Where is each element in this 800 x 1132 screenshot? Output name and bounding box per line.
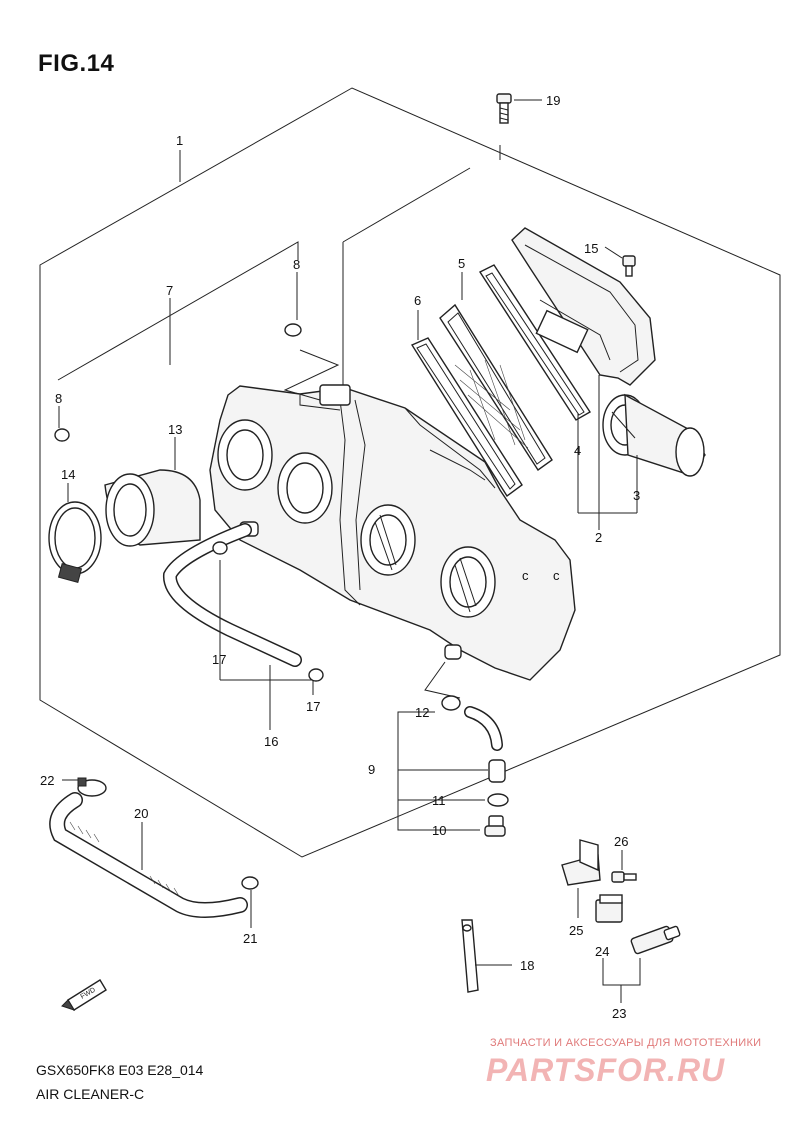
part-sensor-24[interactable] [595,894,623,923]
part-clamp-17-lower[interactable] [308,668,324,682]
callout-20: 20 [134,806,148,821]
watermark-tagline: ЗАПЧАСТИ И АКСЕССУАРЫ ДЛЯ МОТОТЕХНИКИ [490,1037,762,1049]
callout-23: 23 [612,1006,626,1021]
callout-11: 11 [432,793,446,808]
part-drain-hose-9[interactable] [464,706,506,783]
callout-12: 12 [415,705,429,720]
callout-9: 9 [368,762,375,777]
callout-8-lower: 8 [55,391,62,406]
part-air-cleaner-cover-2[interactable] [511,227,656,386]
part-clamp-22[interactable] [77,777,107,797]
part-air-cleaner-housing[interactable]: c c [209,384,576,681]
part-clamp-21[interactable] [241,876,259,890]
part-bracket-18[interactable] [461,919,479,993]
part-clamp-12[interactable] [441,695,461,711]
part-hose-16[interactable] [163,523,302,667]
callout-17-right: 17 [306,699,320,714]
callout-22: 22 [40,773,54,788]
callout-4: 4 [574,443,581,458]
part-clamp-11[interactable] [487,793,509,807]
watermark-logo: PARTSFOR.RU [486,1052,726,1088]
part-clamp-8-lower[interactable] [54,428,70,442]
part-gasket-4[interactable] [478,264,591,421]
part-bracket-25[interactable] [561,839,601,886]
part-clamp-8-upper[interactable] [284,323,302,337]
callout-6: 6 [414,293,421,308]
callout-25: 25 [569,923,583,938]
fwd-arrow-icon: FWD [61,979,107,1011]
part-hose-7[interactable] [74,312,274,426]
callout-16: 16 [264,734,278,749]
svg-text:c: c [553,568,560,583]
part-connector-23[interactable] [630,925,681,955]
part-intake-duct-3[interactable] [602,393,706,477]
callout-19: 19 [546,93,560,108]
figure-title: FIG.14 [38,50,115,77]
callout-10: 10 [432,823,446,838]
callout-26: 26 [614,834,628,849]
callout-14: 14 [61,467,75,482]
callout-1: 1 [176,133,183,148]
callout-3: 3 [633,488,640,503]
part-air-filter-element-5[interactable] [439,303,553,471]
part-breather-hose-20[interactable] [49,792,248,918]
part-drain-plug-10[interactable] [484,815,506,837]
part-intake-boot-13[interactable] [104,469,201,547]
model-code: GSX650FK8 E03 E28_014 [36,1062,204,1078]
callout-17-left: 17 [212,652,226,667]
part-screw-26[interactable] [611,871,637,883]
svg-text:c: c [522,568,529,583]
callout-21: 21 [243,931,257,946]
part-gasket-6[interactable] [410,337,523,498]
part-screw-15[interactable] [622,255,636,277]
callout-2: 2 [595,530,602,545]
callout-15: 15 [584,241,598,256]
callout-24: 24 [595,944,609,959]
part-clamp-14[interactable] [48,501,102,583]
part-clamp-17-upper[interactable] [212,541,228,555]
callout-5: 5 [458,256,465,271]
model-name: AIR CLEANER-C [36,1086,145,1102]
assembly-outline [39,87,781,858]
callout-13: 13 [168,422,182,437]
callout-8-upper: 8 [293,257,300,272]
callout-7: 7 [166,283,173,298]
part-bolt-19[interactable] [496,93,512,124]
callout-18: 18 [520,958,534,973]
